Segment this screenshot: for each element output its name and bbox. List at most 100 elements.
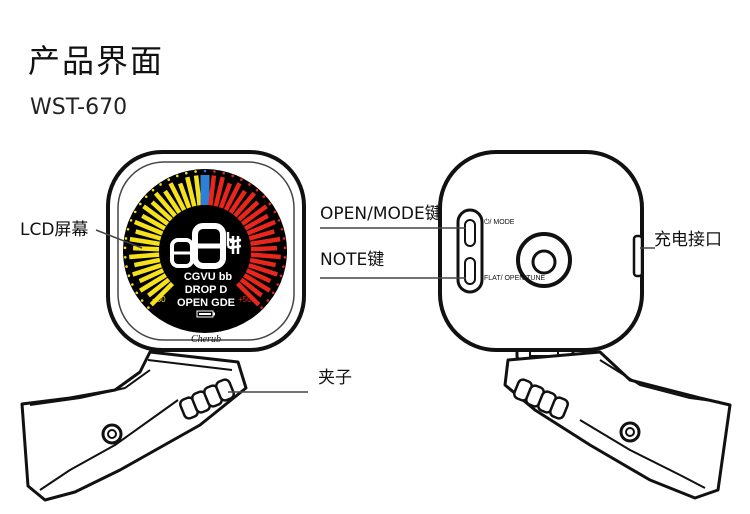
front-clip bbox=[20, 350, 248, 502]
meter-segment bbox=[249, 257, 277, 268]
meter-dot bbox=[167, 178, 170, 182]
back-clip-spring bbox=[513, 378, 569, 420]
meter-segment bbox=[250, 236, 281, 247]
meter-dot bbox=[147, 306, 150, 309]
meter-dot bbox=[144, 195, 148, 198]
meter-segment bbox=[223, 182, 242, 212]
meter-segment bbox=[244, 213, 269, 231]
meter-segment bbox=[141, 213, 166, 231]
front-clip-spring bbox=[179, 378, 235, 420]
meter-segment bbox=[240, 204, 268, 226]
meter-dot bbox=[131, 283, 134, 286]
meter-dot bbox=[133, 210, 137, 214]
meter-segment bbox=[139, 273, 167, 293]
meter-dot bbox=[282, 265, 285, 268]
display-line-1: CGVU bb bbox=[184, 271, 233, 283]
meter-segment bbox=[208, 175, 217, 206]
meter-dot bbox=[151, 188, 155, 192]
power-mode-label: ⏻/ MODE bbox=[484, 218, 515, 226]
label-clip: 夹子 bbox=[318, 368, 352, 388]
meter-segment bbox=[250, 252, 281, 260]
meter-dot bbox=[176, 174, 179, 178]
open-mode-button[interactable] bbox=[464, 219, 476, 247]
back-tuner-body: ⏻/ MODE FLAT/ OPEN TUNE bbox=[438, 150, 644, 352]
meter-dot bbox=[283, 246, 287, 250]
meter-segment bbox=[250, 245, 278, 252]
display-line-2: DROP D bbox=[185, 284, 228, 296]
meter-dot bbox=[280, 227, 284, 231]
meter-dot bbox=[277, 219, 281, 222]
meter-segment bbox=[163, 189, 182, 215]
meter-segment bbox=[177, 182, 192, 209]
meter-dot bbox=[271, 291, 275, 295]
meter-segment bbox=[233, 191, 257, 218]
label-open-mode-key: OPEN/MODE键 bbox=[320, 204, 442, 224]
meter-dot bbox=[266, 299, 270, 302]
meter-dot bbox=[185, 171, 188, 175]
label-charging-port: 充电接口 bbox=[654, 230, 722, 250]
meter-segment bbox=[248, 229, 275, 241]
meter-dot bbox=[231, 174, 234, 178]
scale-left-label: −50 bbox=[152, 295, 166, 304]
meter-dot bbox=[240, 178, 243, 182]
charging-port bbox=[632, 234, 644, 278]
meter-segment bbox=[168, 182, 187, 212]
meter-segment bbox=[147, 277, 171, 298]
meter-segment bbox=[133, 219, 164, 236]
meter-segment bbox=[153, 191, 177, 218]
meter-dot bbox=[159, 183, 162, 186]
meter-segment bbox=[213, 176, 225, 207]
meter-dot bbox=[262, 195, 266, 198]
scale-right-label: +50 bbox=[238, 295, 252, 304]
meter-segment bbox=[129, 252, 160, 260]
label-note-key: NOTE键 bbox=[320, 250, 385, 270]
meter-dot bbox=[255, 188, 259, 192]
meter-dot bbox=[194, 170, 197, 173]
meter-dot bbox=[129, 219, 133, 222]
meter-segment bbox=[237, 200, 260, 222]
meter-segment bbox=[243, 273, 271, 293]
meter-dot bbox=[260, 306, 263, 309]
meter-dot bbox=[140, 299, 144, 302]
meter-dot bbox=[135, 291, 139, 295]
meter-segment bbox=[138, 268, 165, 284]
meter-segment bbox=[149, 281, 175, 307]
meter-dot bbox=[123, 246, 127, 250]
meter-segment bbox=[135, 229, 162, 241]
meter-segment bbox=[245, 268, 272, 284]
display-line-3: OPEN GDE bbox=[177, 297, 235, 309]
meter-dot bbox=[248, 183, 251, 186]
meter-dot bbox=[123, 255, 127, 259]
meter-dot bbox=[213, 170, 216, 173]
meter-segment bbox=[132, 245, 160, 252]
label-lcd-screen: LCD屏幕 bbox=[20, 220, 89, 240]
back-clip bbox=[503, 350, 732, 500]
meter-segment bbox=[129, 236, 160, 247]
meter-dot bbox=[268, 202, 272, 206]
tuning-meter bbox=[123, 169, 287, 309]
meter-segment bbox=[246, 219, 277, 236]
meter-segment bbox=[142, 204, 170, 226]
meter-segment bbox=[132, 263, 162, 277]
meter-dot bbox=[203, 169, 207, 173]
meter-dot bbox=[125, 265, 128, 268]
meter-dot bbox=[124, 237, 128, 240]
meter-segment bbox=[239, 277, 263, 298]
battery-icon bbox=[196, 310, 215, 318]
model-number: WST-670 bbox=[30, 95, 128, 120]
note-display bbox=[170, 223, 226, 269]
brand-logo: Cherub bbox=[191, 334, 221, 345]
meter-dot bbox=[138, 202, 142, 206]
meter-dot bbox=[126, 227, 130, 231]
meter-dot bbox=[276, 283, 279, 286]
leader-lines bbox=[95, 227, 655, 393]
meter-segment bbox=[218, 182, 233, 209]
meter-segment bbox=[133, 257, 161, 268]
meter-dot bbox=[273, 210, 277, 214]
note-button[interactable] bbox=[464, 257, 476, 285]
meter-dot bbox=[127, 274, 131, 278]
meter-dot bbox=[282, 237, 286, 240]
meter-segment bbox=[185, 176, 197, 207]
front-tuner-body: CGVU bb DROP D OPEN GDE −50 +50 Cherub bbox=[106, 150, 306, 352]
